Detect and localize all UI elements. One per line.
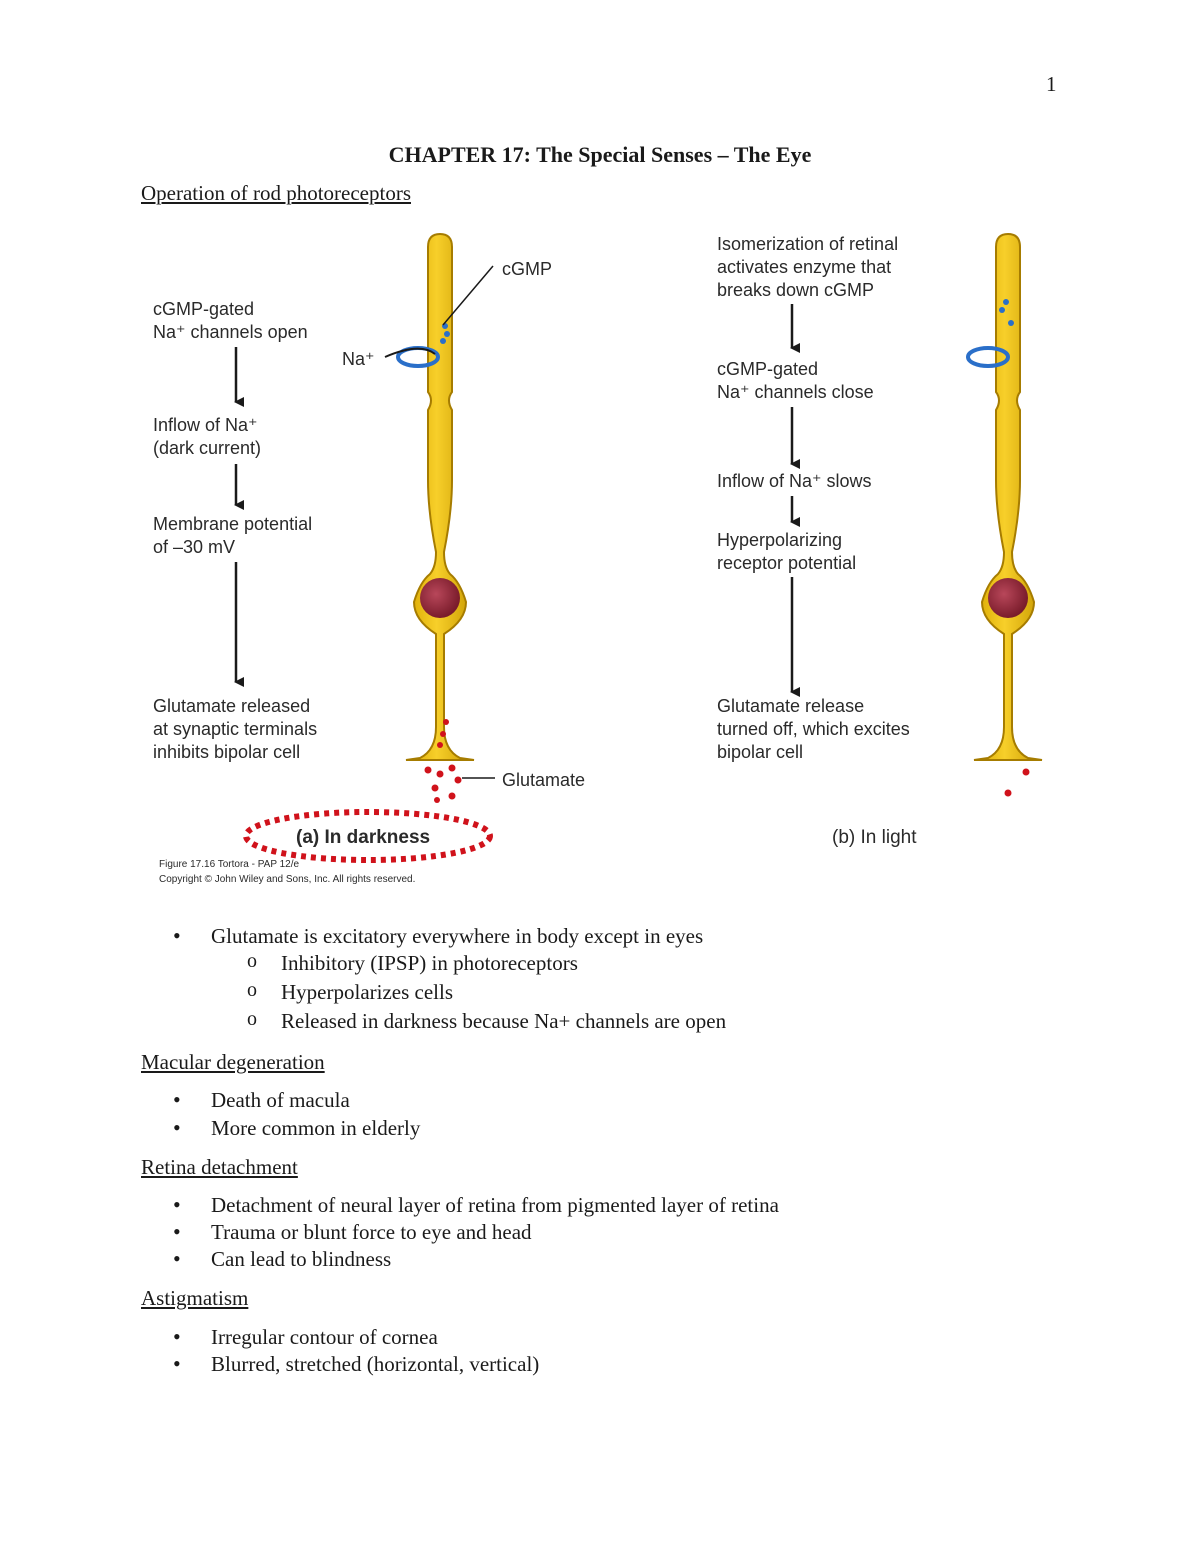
bullet-item: Detachment of neural layer of retina fro… [173,1192,779,1218]
dark-step1-line1: cGMP-gated [153,299,254,319]
dark-step2-line1: Inflow of Na⁺ [153,415,258,435]
section-heading-astigmatism: Astigmatism [141,1286,249,1310]
light-step1-line2: activates enzyme that [717,257,891,277]
page-title: CHAPTER 17: The Special Senses – The Eye [388,142,812,167]
dark-step2-line2: (dark current) [153,438,261,458]
left-flowchart: cGMP-gated Na⁺ channels open Inflow of N… [153,299,317,762]
glutamate-dot-icon [1022,768,1030,776]
light-step4-line2: receptor potential [717,553,856,573]
bullet-item: Glutamate is excitatory everywhere in bo… [173,923,703,949]
bullet-item: More common in elderly [173,1115,420,1141]
light-step3: Inflow of Na⁺ slows [717,471,872,491]
cgmp-label: cGMP [502,259,552,279]
dark-step3-line1: Membrane potential [153,514,312,534]
right-flowchart: Isomerization of retinal activates enzym… [717,234,910,762]
bullet-item: Can lead to blindness [173,1246,391,1272]
bullet-item: Irregular contour of cornea [173,1324,438,1350]
dark-step4-line1: Glutamate released [153,696,310,716]
bullet-item: Death of macula [173,1087,350,1113]
subbullet-item: Inhibitory (IPSP) in photoreceptors [247,950,578,976]
section-heading-rod-photoreceptors: Operation of rod photoreceptors [141,181,411,205]
dark-step4-line2: at synaptic terminals [153,719,317,739]
sodium-label: Na⁺ [342,349,375,369]
glutamate-label: Glutamate [502,770,585,790]
light-step1-line1: Isomerization of retinal [717,234,898,254]
light-step1-line3: breaks down cGMP [717,280,874,300]
light-step5-line3: bipolar cell [717,742,803,762]
dark-step3-line2: of –30 mV [153,537,235,557]
nucleus-icon [988,578,1028,618]
light-step2-line1: cGMP-gated [717,359,818,379]
sodium-channel-closed-icon [966,346,1010,368]
page-number: 1 [1046,72,1057,96]
dark-step4-line3: inhibits bipolar cell [153,742,300,762]
rod-cell-dark-icon [384,232,495,803]
dark-step1-line2: Na⁺ channels open [153,322,308,342]
subbullet-item: Hyperpolarizes cells [247,979,453,1005]
figure-credit-line1: Figure 17.16 Tortora - PAP 12/e [159,859,300,870]
bullet-item: Blurred, stretched (horizontal, vertical… [173,1351,539,1377]
section-heading-retina-detachment: Retina detachment [141,1155,298,1179]
caption-darkness: (a) In darkness [296,827,430,848]
subbullet-item: Released in darkness because Na+ channel… [247,1008,726,1034]
light-step5-line1: Glutamate release [717,696,864,716]
caption-light: (b) In light [832,827,917,848]
glutamate-dots-icon [424,719,462,803]
light-step5-line2: turned off, which excites [717,719,910,739]
bullet-item: Trauma or blunt force to eye and head [173,1219,531,1245]
section-heading-macular-degeneration: Macular degeneration [141,1050,325,1074]
glutamate-dot-icon [1004,789,1012,797]
nucleus-icon [420,578,460,618]
rod-photoreceptor-figure: cGMP-gated Na⁺ channels open Inflow of N… [153,232,1043,885]
highlight-oval-icon [243,809,493,863]
figure-credit-line2: Copyright © John Wiley and Sons, Inc. Al… [159,874,415,885]
light-step4-line1: Hyperpolarizing [717,530,842,550]
rod-cell-light-icon [966,232,1043,797]
light-step2-line2: Na⁺ channels close [717,382,874,402]
sodium-inflow-arrow-icon [384,347,436,358]
